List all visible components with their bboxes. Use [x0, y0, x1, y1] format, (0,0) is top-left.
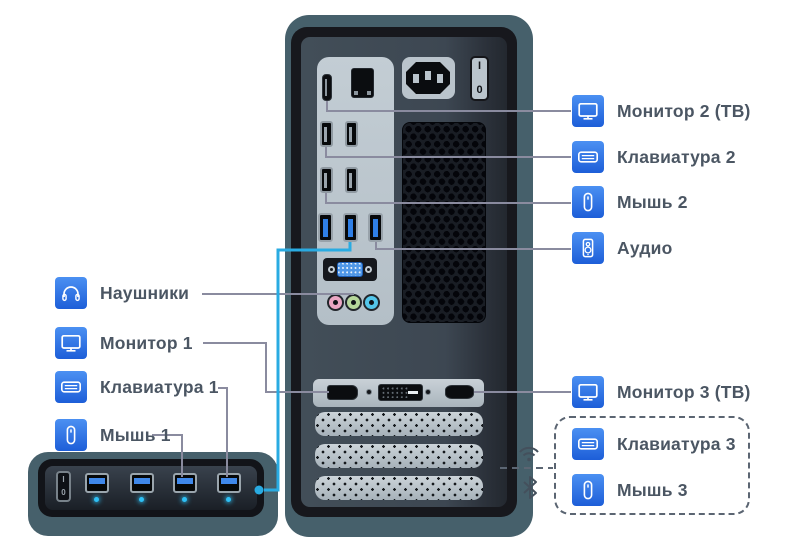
audio-jack-linein: [363, 294, 380, 311]
label-text: Монитор 3 (ТВ): [617, 381, 751, 402]
hub-led: [182, 497, 187, 502]
audio-jack-lineout: [345, 294, 362, 311]
label-text: Клавиатура 2: [617, 146, 736, 167]
label-mouse-1: Мышь 1: [55, 419, 171, 451]
hub-led: [94, 497, 99, 502]
label-text: Монитор 1: [100, 332, 193, 353]
power-on-glyph: I: [477, 60, 482, 72]
hub-usb-port: [217, 473, 241, 493]
label-text: Аудио: [617, 237, 673, 258]
vga-screw: [328, 266, 335, 273]
mouse-icon: [55, 419, 87, 451]
label-keyboard-1: Клавиатура 1: [55, 371, 219, 403]
hdmi-port: [322, 74, 332, 101]
label-mouse-3: Мышь 3: [572, 474, 688, 506]
tower-power-switch: I 0: [470, 56, 489, 101]
wifi-icon: [519, 446, 539, 462]
usb2-port: [320, 121, 333, 147]
usb3-port: [343, 213, 358, 242]
monitor-icon: [572, 95, 604, 127]
label-monitor-3-tv: Монитор 3 (ТВ): [572, 376, 751, 408]
ethernet-port: [351, 68, 374, 98]
usb2-port: [320, 167, 333, 193]
hub-usb-port: [85, 473, 109, 493]
label-keyboard-2: Клавиатура 2: [572, 141, 736, 173]
mouse-icon: [572, 186, 604, 218]
hub-power-switch: I 0: [56, 471, 71, 502]
usb3-port: [318, 213, 333, 242]
label-text: Мышь 1: [100, 424, 171, 445]
label-text: Монитор 2 (ТВ): [617, 100, 751, 121]
bluetooth-icon: [523, 476, 537, 499]
audio-jack-mic: [327, 294, 344, 311]
expansion-slot-cover: [315, 476, 483, 500]
label-text: Клавиатура 3: [617, 433, 736, 454]
usb2-port: [345, 121, 358, 147]
power-off-glyph: 0: [476, 84, 483, 96]
usb2-port: [345, 167, 358, 193]
label-text: Наушники: [100, 282, 190, 303]
vent-grille: [402, 122, 486, 323]
expansion-slot-cover: [315, 444, 483, 468]
keyboard-icon: [572, 141, 604, 173]
bracket-screw: [366, 389, 372, 395]
headphones-icon: [55, 277, 87, 309]
label-text: Мышь 3: [617, 479, 688, 500]
hub-led: [226, 497, 231, 502]
wireless-group-box: [554, 416, 750, 515]
label-audio: Аудио: [572, 232, 673, 264]
vga-screw: [365, 266, 372, 273]
hub-usb-port: [130, 473, 154, 493]
usb3-port: [368, 213, 383, 242]
power-inlet-plate: [402, 57, 455, 99]
monitor-icon: [55, 327, 87, 359]
label-keyboard-3: Клавиатура 3: [572, 428, 736, 460]
speaker-icon: [572, 232, 604, 264]
hdmi-gpu-port: [445, 385, 474, 399]
label-text: Мышь 2: [617, 191, 688, 212]
monitor-icon: [572, 376, 604, 408]
keyboard-icon: [55, 371, 87, 403]
mouse-icon: [572, 474, 604, 506]
dvi-port: [378, 384, 423, 401]
bracket-screw: [425, 389, 431, 395]
label-headphones: Наушники: [55, 277, 189, 309]
power-inlet-icon: [406, 62, 450, 94]
vga-port: [337, 262, 363, 277]
label-monitor-2-tv: Монитор 2 (ТВ): [572, 95, 751, 127]
hub-led: [139, 497, 144, 502]
keyboard-icon: [572, 428, 604, 460]
label-text: Клавиатура 1: [100, 376, 219, 397]
label-mouse-2: Мышь 2: [572, 186, 688, 218]
label-monitor-1: Монитор 1: [55, 327, 193, 359]
expansion-slot-cover: [315, 412, 483, 436]
displayport-port: [327, 385, 358, 400]
hub-usb-port: [173, 473, 197, 493]
